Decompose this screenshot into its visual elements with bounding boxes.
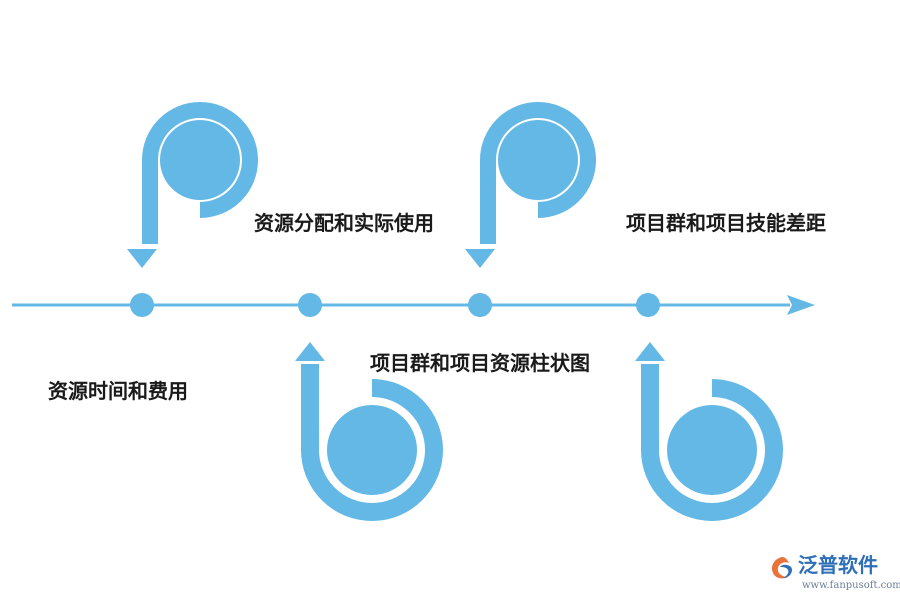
watermark: 泛普软件 www.fanpusoft.com [768, 553, 900, 599]
watermark-url: www.fanpusoft.com [802, 580, 900, 591]
b-marker-icon-1 [295, 342, 443, 521]
timeline-node-2 [298, 293, 322, 317]
fanpu-logo-icon [772, 557, 793, 579]
p-marker-icon-2 [465, 102, 596, 268]
timeline-node-1 [130, 293, 154, 317]
timeline-node-4 [636, 293, 660, 317]
milestone-label-3: 项目群和项目资源柱状图 [370, 351, 590, 375]
timeline-arrowhead-icon [787, 295, 815, 315]
watermark-brand: 泛普软件 [798, 553, 878, 577]
b-marker-icon-2 [635, 342, 783, 521]
milestone-label-4: 项目群和项目技能差距 [626, 211, 826, 235]
timeline-node-3 [468, 293, 492, 317]
milestone-label-1: 资源时间和费用 [48, 379, 188, 403]
p-marker-icon-1 [127, 102, 258, 268]
milestone-label-2: 资源分配和实际使用 [254, 211, 434, 235]
